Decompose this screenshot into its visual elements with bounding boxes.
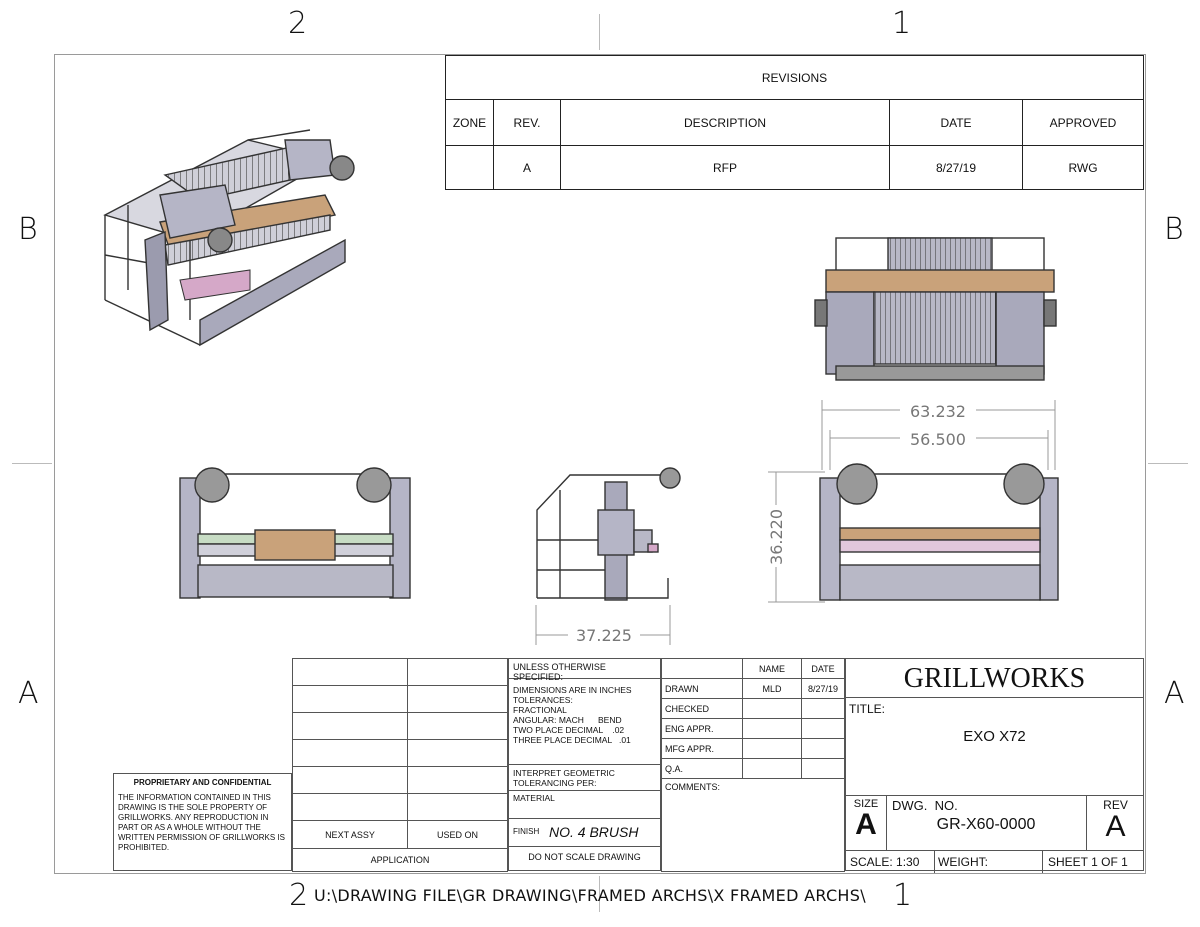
rev-header-rev: REV. bbox=[493, 99, 561, 146]
rev-header-description: DESCRIPTION bbox=[560, 99, 890, 146]
fractional-label: FRACTIONAL bbox=[513, 705, 567, 715]
finish-label: FINISH bbox=[513, 827, 540, 836]
zone-marker-a-right: A bbox=[1164, 676, 1185, 711]
tolerances-block: DIMENSIONS ARE IN INCHES TOLERANCES: FRA… bbox=[509, 679, 660, 765]
scale-label: SCALE: 1:30 bbox=[850, 855, 920, 869]
rev-header-zone: ZONE bbox=[445, 99, 494, 146]
proprietary-text: THE INFORMATION CONTAINED IN THIS DRAWIN… bbox=[118, 793, 285, 852]
dwg-no-label: DWG. NO. bbox=[892, 798, 958, 813]
zone-marker-a-left: A bbox=[18, 676, 39, 711]
dims-note: DIMENSIONS ARE IN INCHES bbox=[513, 685, 632, 695]
zone-tick bbox=[1148, 463, 1188, 464]
used-on-label: USED ON bbox=[407, 820, 508, 849]
rev-cell-description: RFP bbox=[560, 145, 890, 190]
mfg-appr-label: MFG APPR. bbox=[661, 738, 743, 759]
checked-label: CHECKED bbox=[661, 698, 743, 719]
eng-appr-label: ENG APPR. bbox=[661, 718, 743, 739]
rear-view bbox=[819, 463, 1059, 601]
rev-header-approved: APPROVED bbox=[1022, 99, 1144, 146]
size-cell: SIZE A bbox=[846, 796, 887, 850]
proprietary-box: PROPRIETARY AND CONFIDENTIAL THE INFORMA… bbox=[113, 773, 292, 871]
isometric-view bbox=[103, 129, 355, 347]
application-label: APPLICATION bbox=[292, 848, 508, 872]
next-assy-label: NEXT ASSY bbox=[292, 820, 408, 849]
dim-depth: 37.225 bbox=[576, 626, 632, 645]
dim-height: 36.220 bbox=[767, 509, 786, 565]
title-block: GRILLWORKS TITLE: EXO X72 SIZE A DWG. NO… bbox=[845, 658, 1144, 873]
weight-label: WEIGHT: bbox=[934, 851, 991, 873]
date-header: DATE bbox=[801, 658, 845, 679]
two-place-label: TWO PLACE DECIMAL .02 bbox=[513, 725, 625, 735]
rev-cell: REV A bbox=[1086, 796, 1144, 850]
zone-marker-2-bottom: 2 bbox=[289, 878, 309, 913]
title-label: TITLE: bbox=[849, 702, 886, 716]
angular-label: ANGULAR: MACH BEND bbox=[513, 715, 622, 725]
rev-cell-zone bbox=[445, 145, 494, 190]
rev-value: A bbox=[1105, 810, 1126, 843]
title-area: TITLE: EXO X72 bbox=[846, 698, 1143, 796]
do-not-scale: DO NOT SCALE DRAWING bbox=[528, 852, 641, 862]
zone-tick bbox=[599, 14, 600, 50]
proprietary-heading: PROPRIETARY AND CONFIDENTIAL bbox=[133, 778, 272, 787]
finish-row: FINISH NO. 4 BRUSH bbox=[509, 819, 660, 847]
finish-value: NO. 4 BRUSH bbox=[549, 824, 639, 840]
rev-cell-date: 8/27/19 bbox=[889, 145, 1023, 190]
zone-marker-1-bottom: 1 bbox=[893, 878, 913, 913]
comments-label: COMMENTS: bbox=[661, 778, 845, 872]
top-view bbox=[814, 237, 1057, 381]
dwg-row: SIZE A DWG. NO. GR-X60-0000 REV A bbox=[846, 796, 1143, 851]
spec-block: UNLESS OTHERWISE SPECIFIED: DIMENSIONS A… bbox=[508, 658, 661, 871]
company-name: GRILLWORKS bbox=[846, 659, 1143, 698]
front-view bbox=[179, 467, 411, 599]
dim-overall-width: 63.232 bbox=[910, 402, 966, 421]
size-label: SIZE bbox=[853, 798, 879, 810]
material-label: MATERIAL bbox=[509, 791, 660, 819]
rev-cell-approved: RWG bbox=[1022, 145, 1144, 190]
revisions-table: REVISIONS ZONE REV. DESCRIPTION DATE APP… bbox=[445, 55, 1144, 190]
rev-label: REV bbox=[1103, 798, 1128, 812]
sheet-label: SHEET 1 OF 1 bbox=[1042, 851, 1133, 873]
qa-label: Q.A. bbox=[661, 758, 743, 779]
dwg-no-value: GR-X60-0000 bbox=[936, 816, 1036, 833]
zone-marker-b-left: B bbox=[18, 212, 38, 247]
zone-tick bbox=[12, 463, 52, 464]
dim-inner-width: 56.500 bbox=[910, 430, 966, 449]
tolerances-label: TOLERANCES: bbox=[513, 695, 573, 705]
drawing-title: EXO X72 bbox=[963, 728, 1026, 745]
side-view bbox=[536, 467, 681, 601]
zone-marker-2-top: 2 bbox=[288, 6, 308, 41]
zone-marker-b-right: B bbox=[1164, 212, 1184, 247]
drawn-date: 8/27/19 bbox=[801, 678, 845, 699]
drawn-name: MLD bbox=[742, 678, 802, 699]
three-place-label: THREE PLACE DECIMAL .01 bbox=[513, 735, 631, 745]
name-header: NAME bbox=[742, 658, 802, 679]
scale-row: SCALE: 1:30 WEIGHT: SHEET 1 OF 1 bbox=[846, 851, 1143, 873]
unless-specified: UNLESS OTHERWISE SPECIFIED: bbox=[509, 659, 660, 682]
file-path: U:\DRAWING FILE\GR DRAWING\FRAMED ARCHS\… bbox=[314, 886, 866, 905]
drawing-sheet-border bbox=[54, 54, 1146, 874]
zone-marker-1-top: 1 bbox=[892, 6, 912, 41]
rev-cell-rev: A bbox=[493, 145, 561, 190]
zone-tick bbox=[599, 876, 600, 912]
drawn-label: DRAWN bbox=[661, 678, 743, 699]
interpret-note: INTERPRET GEOMETRIC TOLERANCING PER: bbox=[509, 765, 660, 791]
size-value: A bbox=[855, 808, 877, 841]
rev-header-date: DATE bbox=[889, 99, 1023, 146]
